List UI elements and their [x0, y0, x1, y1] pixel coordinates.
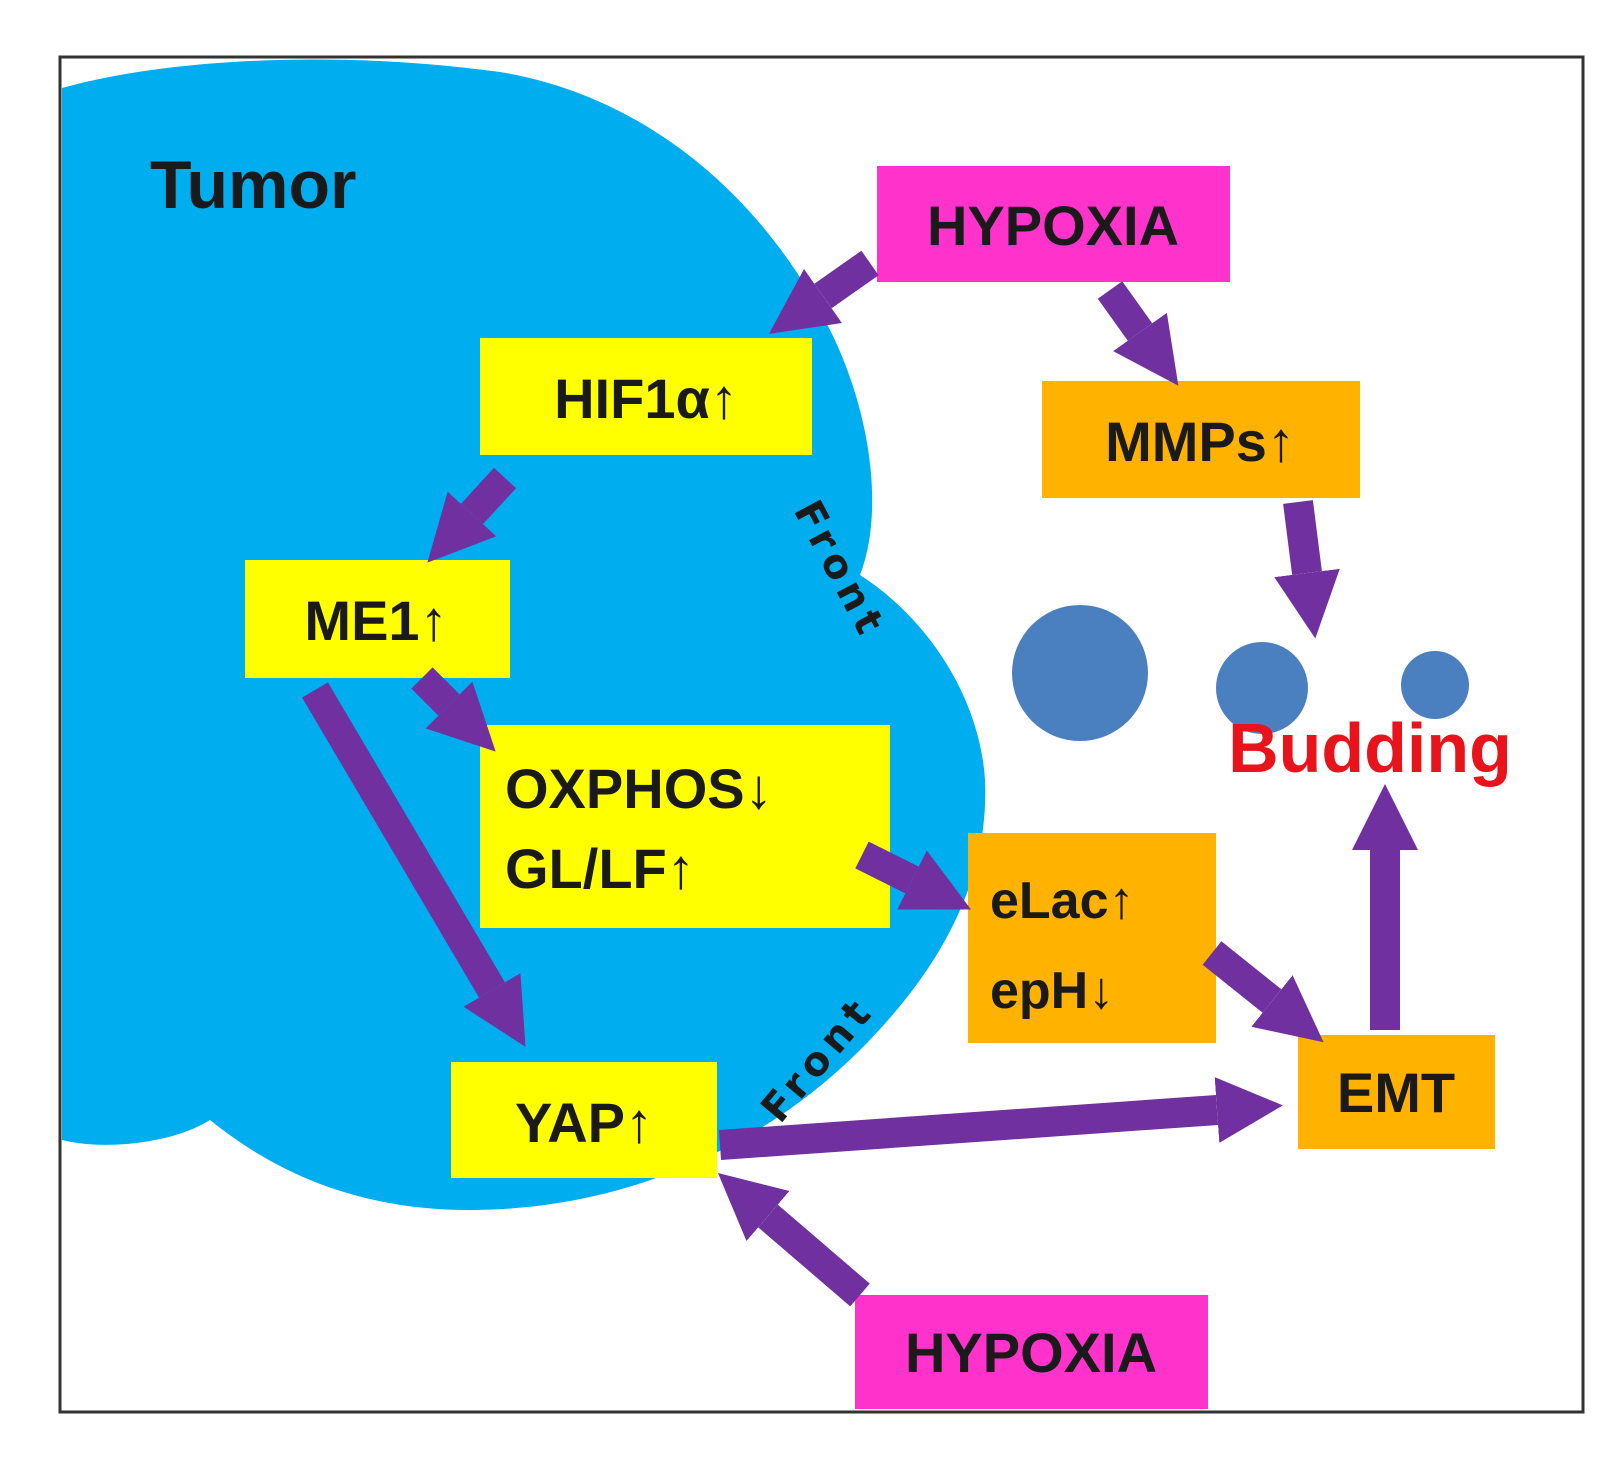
emt-box [1298, 1035, 1495, 1149]
me1-box [245, 560, 510, 678]
elac-eph-box [968, 833, 1216, 1043]
bud-cell-large [1012, 605, 1148, 741]
arrow-mmps-to-budding [1274, 500, 1340, 639]
arrow-hypoxia-to-yap [717, 1173, 870, 1307]
arrow-me1-to-yap [302, 682, 526, 1047]
arrow-oxphos-to-elac [855, 841, 972, 910]
arrow-hypoxia-to-mmps [1097, 281, 1179, 386]
me1-label: ME1↑ [304, 589, 447, 652]
oxphos-label: OXPHOS↓ [505, 757, 773, 820]
yap-label: YAP↑ [515, 1091, 653, 1154]
hif1a-box [480, 338, 812, 455]
tumor-label: Tumor [150, 147, 357, 223]
eph-label: epH↓ [990, 962, 1114, 1020]
mmps-box [1042, 381, 1360, 498]
arrow-hif1a-to-me1 [427, 467, 517, 563]
hypoxia-top-box [877, 166, 1230, 282]
arrow-hypoxia-to-hif1a [768, 250, 879, 334]
hypoxia-bottom-box [855, 1295, 1208, 1409]
hypoxia-top-label: HYPOXIA [927, 194, 1179, 257]
bud-cell-medium [1216, 642, 1308, 734]
arrow-elac-to-emt [1202, 941, 1324, 1043]
bud-cell-small [1401, 651, 1469, 719]
hif1a-label: HIF1α↑ [554, 367, 738, 430]
gllf-label: GL/LF↑ [505, 837, 695, 900]
arrow-me1-to-oxphos [411, 667, 496, 752]
budding-label: Budding [1228, 709, 1512, 787]
arrow-yap-to-emt [718, 1077, 1283, 1160]
elac-label: eLac↑ [990, 872, 1135, 930]
oxphos-box [480, 725, 890, 928]
yap-box [451, 1062, 717, 1178]
emt-label: EMT [1337, 1061, 1455, 1124]
hypoxia-bottom-label: HYPOXIA [905, 1321, 1157, 1384]
mmps-label: MMPs↑ [1105, 410, 1295, 473]
